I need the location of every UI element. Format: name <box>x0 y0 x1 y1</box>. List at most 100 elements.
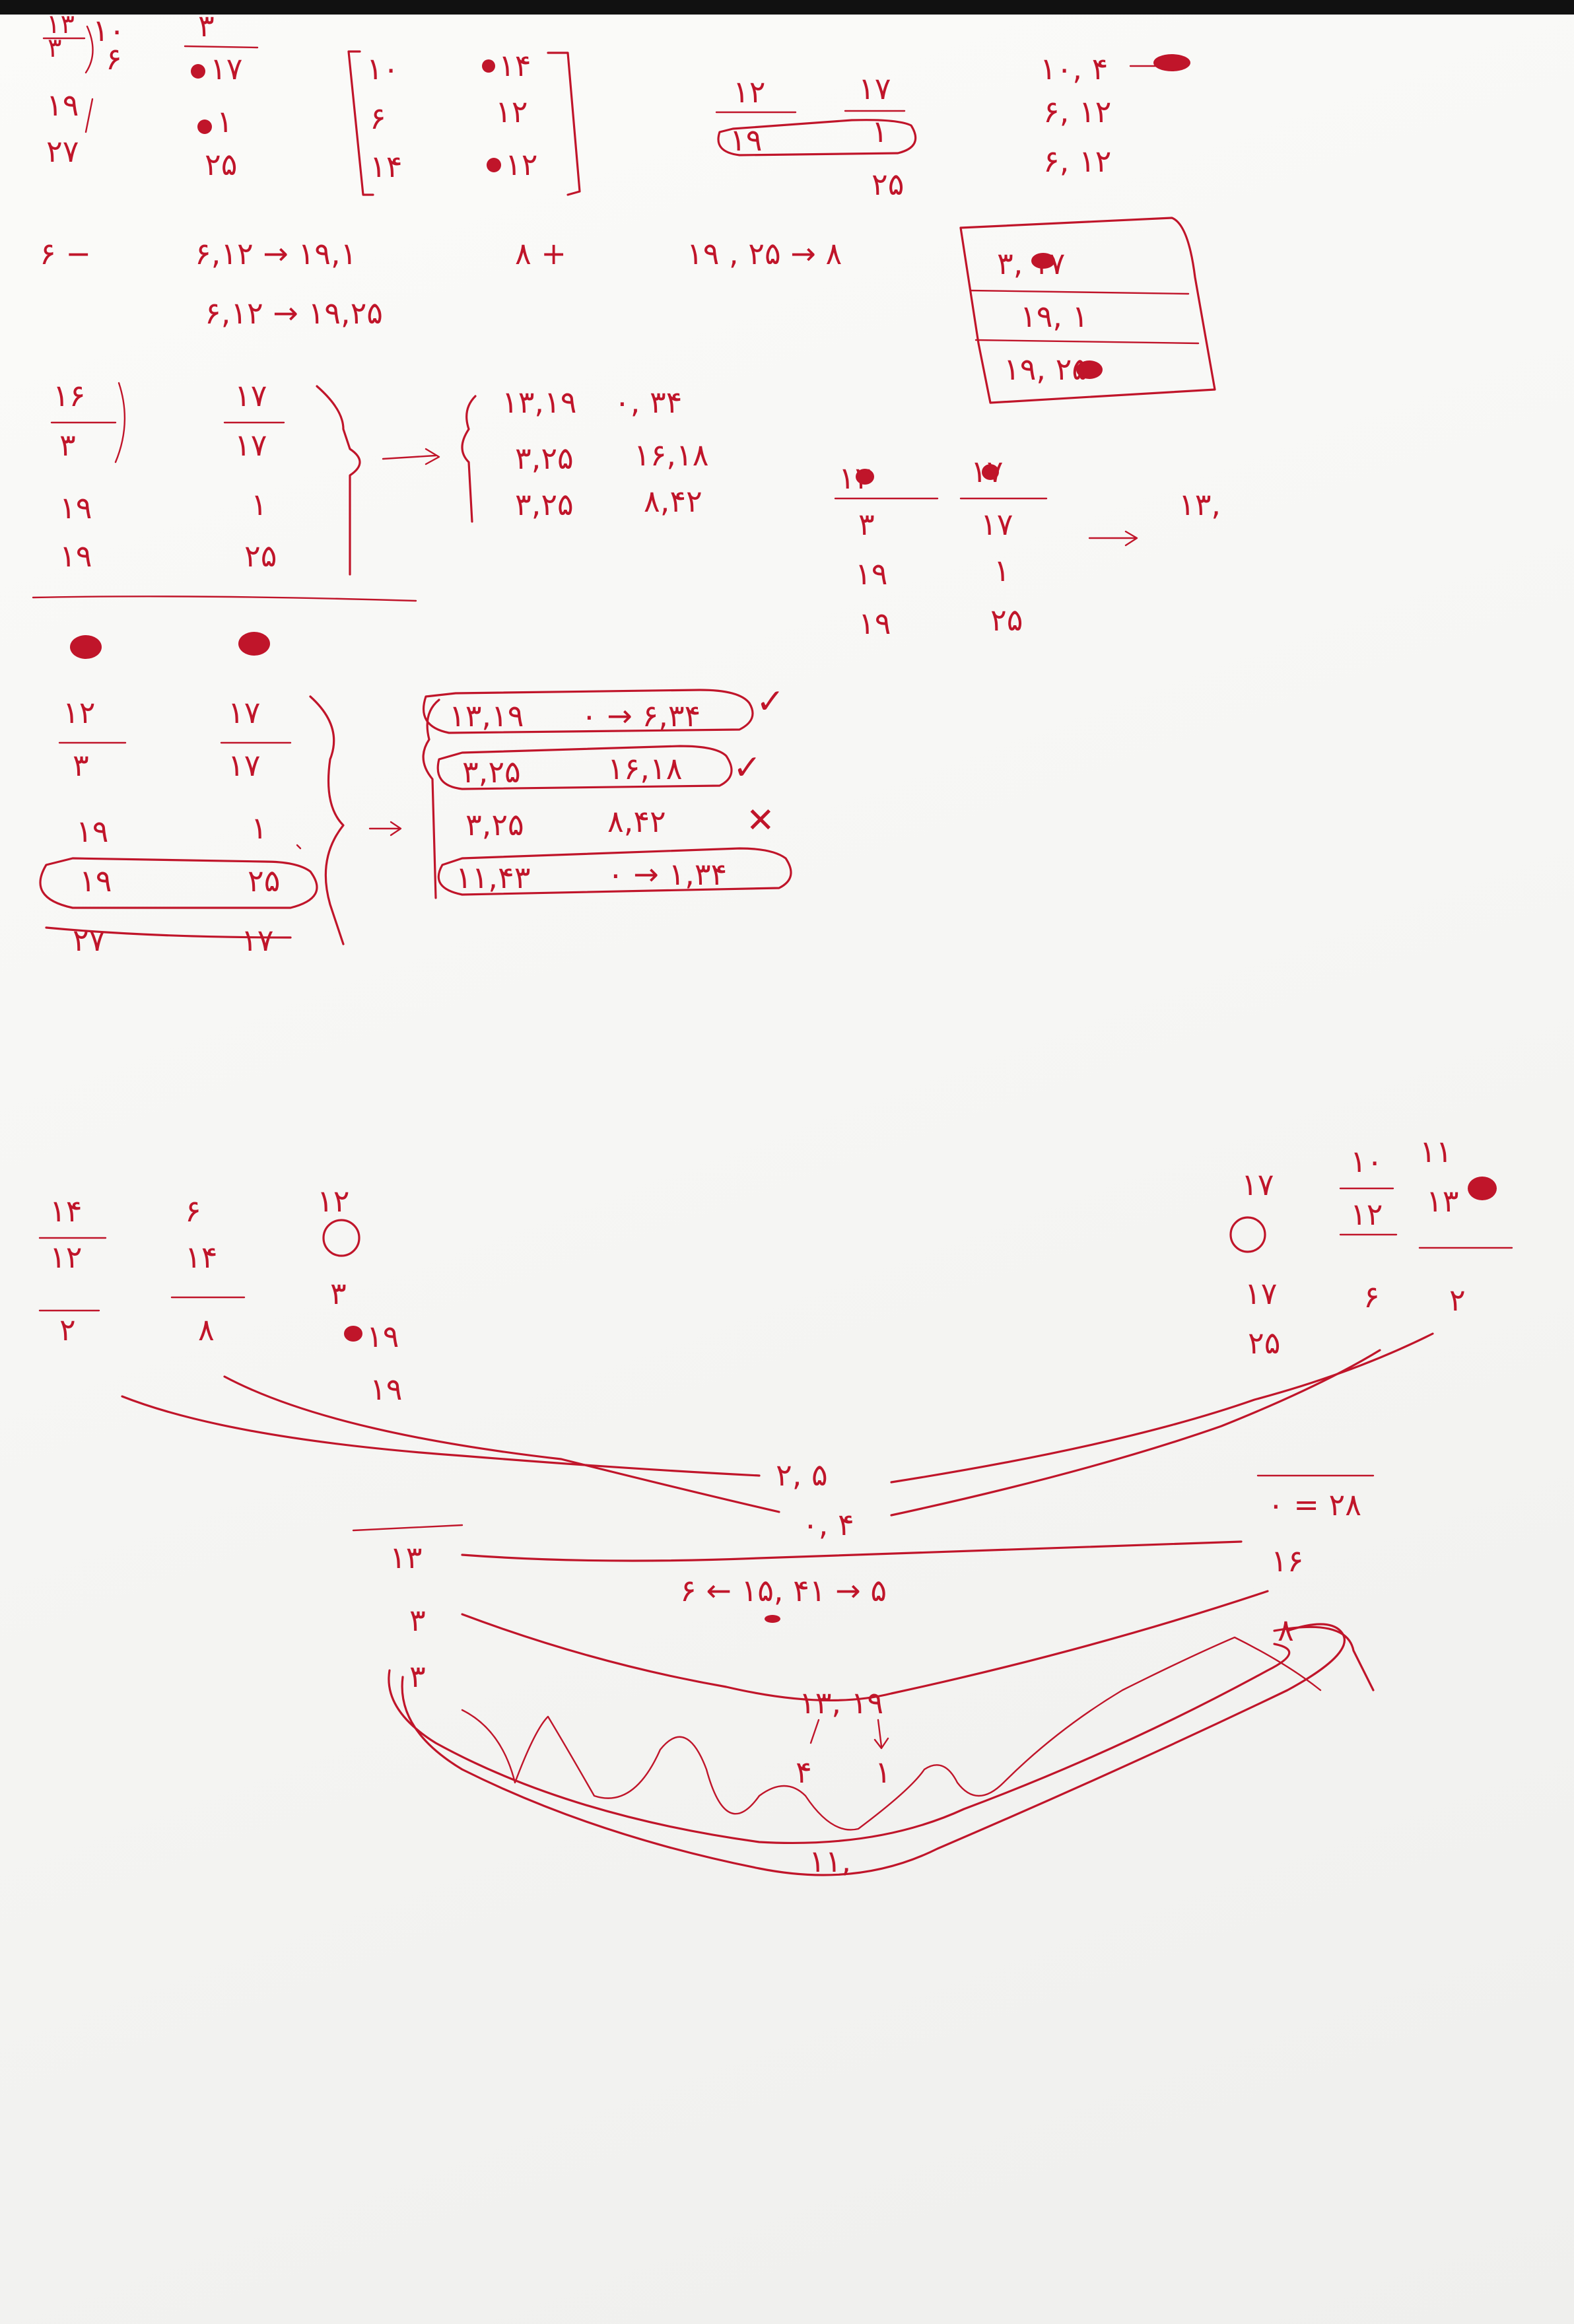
s5-left-col-1: ۱۲ <box>50 1239 82 1275</box>
s2-box-row: ۳, ۱۷ <box>997 246 1065 281</box>
s5-center: ۱۱, <box>809 1843 851 1879</box>
s4-col-a: ۱۹ <box>76 813 108 849</box>
s3-side-arrow <box>1088 530 1138 547</box>
s4-col-b: ۱ <box>251 810 267 846</box>
s5-curve <box>890 1332 1434 1484</box>
s1-fraction-line <box>184 45 259 49</box>
s4-col-b: ۲۵ <box>248 863 280 899</box>
s3-side-col-b: ۱۷ <box>980 506 1013 542</box>
s4-col-a: ۲۷ <box>73 922 105 958</box>
s4-result-mark: ✓ <box>733 748 762 788</box>
s1-scribble <box>191 64 205 79</box>
s5-right-col-2: ۱۰ <box>1350 1144 1383 1179</box>
s3-fraction-line <box>50 382 126 463</box>
s1-bracket-left <box>347 50 374 196</box>
s5-curve <box>121 1395 761 1477</box>
s5-scribble <box>765 1615 780 1623</box>
s1-loop <box>717 119 917 156</box>
s5-scribble <box>344 1326 362 1342</box>
s3-side-col-a: ۱۹ <box>858 605 891 641</box>
s3-col-a: ۳ <box>59 427 76 463</box>
s4-scribble <box>238 632 270 656</box>
s3-side-col-a: ۳ <box>858 506 875 542</box>
s1-fraction-line <box>42 25 94 74</box>
s1-bracket-right <box>547 51 581 196</box>
s5-center: ۱ <box>875 1754 891 1790</box>
s1-bracket-left-val: ۱۴ <box>370 149 402 184</box>
s5-right-col-1: ۲۵ <box>1248 1325 1280 1361</box>
s5-curve <box>890 1349 1381 1517</box>
s3-brace <box>316 385 361 576</box>
s1-pair-item: ۱۰, ۴ <box>1040 51 1108 86</box>
s1-pair-left: ۱۲ <box>733 74 765 110</box>
s3-side-col-b: ۱ <box>994 553 1010 588</box>
s4-result-mark: ✕ <box>746 801 775 840</box>
s5-curve <box>223 1375 780 1513</box>
s5-center: ۴ <box>796 1754 812 1790</box>
s5-right-side: ۱۶ <box>1271 1543 1303 1579</box>
section-3: ۱۶ ۳ ۱۹ ۱۹ ۱۷ ۱۷ ۱ ۲۵ ۱۳,۱۹ ۰, ۳۴ ۳,۲۵ ۱… <box>32 378 1221 641</box>
s1-col-a: ۱۰ <box>92 13 125 48</box>
s1-col-b: ۲۵ <box>205 147 237 182</box>
s2-line-b-label: ۸ + <box>515 236 566 271</box>
s5-left-side: ۱۳ <box>390 1540 422 1575</box>
s5-left-col-3: ۱۲ <box>317 1183 349 1219</box>
section-4: ۱۲ ۳ ۱۹ ۱۹ ۲۷ ۱۷ ۱۷ ۱ ۲۵ ۱۷ ۱۳,۱۹ ۰ → ۶,… <box>39 632 792 958</box>
s5-right-col-1: ۱۷ <box>1245 1276 1277 1311</box>
s5-center: ۰, ۴ <box>802 1507 854 1542</box>
s2-box-divider <box>969 289 1190 295</box>
s2-line-a-2: ۶,۱۲ → ۱۹,۲۵ <box>205 295 383 331</box>
s4-col-b: ۱۷ <box>228 747 260 783</box>
s4-arrow <box>368 821 402 837</box>
s1-slash <box>85 98 94 133</box>
s4-result-left: ۱۳,۱۹ <box>449 698 524 734</box>
s1-col-a: ۲۷ <box>46 133 79 169</box>
s1-bracket-right-val: ۱۲ <box>505 147 537 182</box>
s3-side-result: ۱۳, <box>1179 487 1221 522</box>
s5-fraction-line <box>352 1524 463 1532</box>
s5-right-circle <box>1229 1216 1266 1253</box>
s4-col-b: ۱۷ <box>241 922 273 958</box>
s1-scribble <box>482 59 495 73</box>
s3-result-left: ۱۳,۱۹ <box>502 384 576 420</box>
s1-col-b: ۳ <box>198 8 215 44</box>
s4-result-mark: ✓ <box>756 682 785 722</box>
s3-result-right: ۸,۴۲ <box>644 483 702 519</box>
s5-left-col-2: ۸ <box>198 1312 215 1348</box>
s4-result-left: ۳,۲۵ <box>465 807 524 842</box>
s1-scribble <box>1153 54 1190 71</box>
s2-box-row: ۱۹, ۱ <box>1020 298 1088 334</box>
s4-col-b: ۱۷ <box>228 695 260 730</box>
s3-col-b: ۱۷ <box>234 427 267 463</box>
s5-loop-end <box>1273 1625 1375 1692</box>
s4-brace <box>309 695 345 945</box>
s5-center: ۲, ۵ <box>776 1457 828 1493</box>
s4-scribble <box>70 635 102 659</box>
s4-col-a: ۱۹ <box>79 863 112 899</box>
s5-left-circle <box>322 1219 360 1257</box>
s5-left-col-2: ۱۴ <box>185 1239 217 1275</box>
s3-arrow <box>382 448 440 465</box>
s4-col-a: ۳ <box>73 747 89 783</box>
s3-scribble <box>856 469 874 485</box>
s4-result-right: ۰ → ۱,۳۴ <box>607 856 727 892</box>
s3-result-left: ۳,۲۵ <box>515 440 574 476</box>
s3-scribble <box>982 464 999 480</box>
s4-result-loop <box>437 847 792 896</box>
s4-loop <box>39 857 318 909</box>
s1-col-a-mark: ۱۳ <box>46 9 75 40</box>
photo-top-edge <box>0 0 1574 15</box>
s4-result-loop <box>436 745 733 790</box>
s5-right-side: ۰ = ۲۸ <box>1268 1487 1361 1522</box>
s1-scribble <box>197 120 212 134</box>
s2-box <box>959 217 1216 404</box>
s5-down-arrows <box>809 1719 889 1750</box>
s5-right-col-3: ۱۳ <box>1426 1183 1458 1219</box>
s3-result-right: ۱۶,۱۸ <box>634 437 708 473</box>
s1-col-b: ۱۷ <box>210 51 242 86</box>
s1-pair-right: ۱ <box>872 114 888 149</box>
section-1: ۱۳ ۳ ۱۰ ۶ ۱۹ ۲۷ ۳ ۱۷ ۱ ۲۵ ۱۰ ۶ ۱۴ ۱۴ ۱۲ <box>42 8 1190 202</box>
s5-left-col-3: ۱۹ <box>370 1371 402 1407</box>
s5-center: ۶ ← ۱۵, ۴۱ → ۵ <box>680 1573 887 1608</box>
